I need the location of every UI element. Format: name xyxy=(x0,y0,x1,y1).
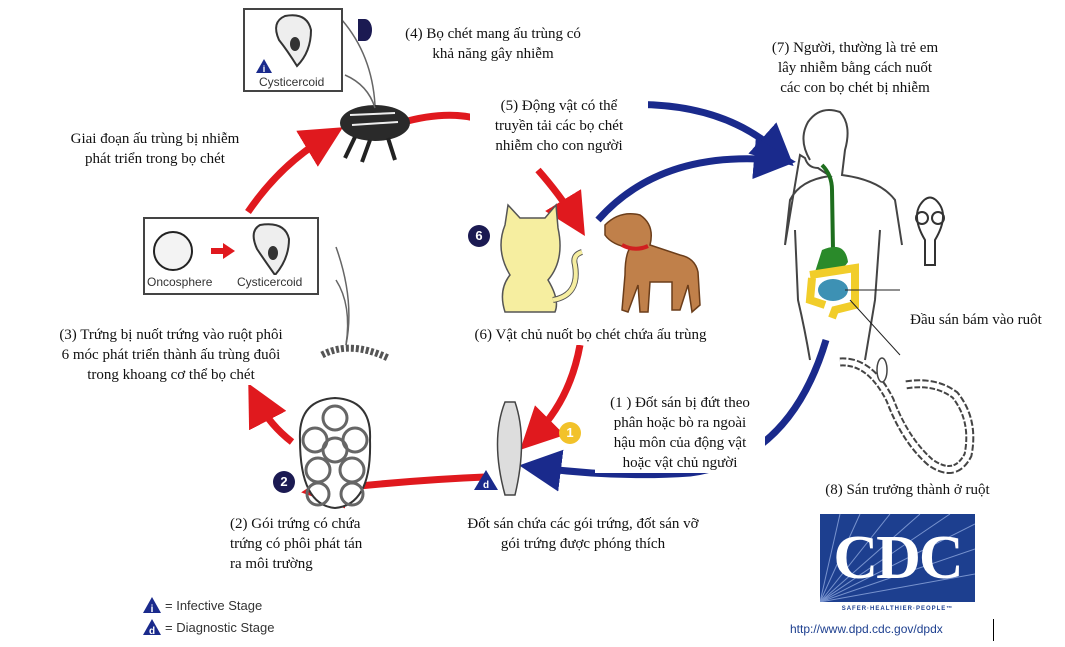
svg-text:d: d xyxy=(149,626,155,636)
arrow-to-animal-host xyxy=(535,167,585,236)
cat-illustration xyxy=(500,203,584,313)
cysticercoid-inset-top: i Cysticercoid xyxy=(243,8,343,92)
arrow-larva-to-flea xyxy=(245,127,344,214)
larval-stage-label: Giai đoạn ấu trùng bị nhiễm phát triển t… xyxy=(50,129,260,169)
arrow-egg-packet-to-larva xyxy=(248,383,295,445)
arrow-host-to-proglottid xyxy=(520,344,584,450)
stage-badge-2: 2 xyxy=(273,471,295,493)
stage-badge-1: 1 xyxy=(559,422,581,444)
cdc-tagline: SAFER·HEALTHIER·PEOPLE™ xyxy=(841,606,954,612)
diagnostic-stage-icon: d xyxy=(143,619,161,636)
cdc-logo-text: CDC xyxy=(833,524,963,592)
larva-illustration xyxy=(320,344,390,362)
svg-text:d: d xyxy=(483,480,489,491)
diagnostic-stage-marker: d xyxy=(474,470,498,491)
cysticercoid-label: Cysticercoid xyxy=(259,75,325,89)
cysticercoid-icon xyxy=(275,14,313,68)
legend-label-diagnostic: = Diagnostic Stage xyxy=(165,619,275,635)
oncosphere-to-cysticercoid-icon xyxy=(153,223,291,277)
svg-text:i: i xyxy=(151,604,154,614)
stage-4-label: (4) Bọ chét mang ấu trùng có khả năng gâ… xyxy=(385,24,601,64)
egg-packet-illustration xyxy=(298,396,372,510)
text-cursor xyxy=(993,619,994,641)
infective-stage-icon: i xyxy=(143,597,161,614)
stage-1-label: (1 ) Đốt sán bị đứt theo phân hoặc bò ra… xyxy=(595,393,765,473)
legend-item-infective: i = Infective Stage xyxy=(142,594,274,616)
cdc-logo: CDC xyxy=(820,514,975,602)
adult-tapeworm-illustration xyxy=(839,357,975,474)
legend-label-infective: = Infective Stage xyxy=(165,597,263,613)
dog-illustration xyxy=(604,213,701,314)
stage-2-label: (2) Gói trứng có chứa trứng có phôi phát… xyxy=(230,514,390,574)
infective-stage-icon: i xyxy=(256,59,272,74)
human-body-illustration xyxy=(784,109,903,361)
cdc-rays-icon xyxy=(820,514,975,602)
stage-8-label: (8) Sán trưởng thành ở ruột xyxy=(805,480,1010,500)
cdc-url-link[interactable]: http://www.dpd.cdc.gov/dpdx xyxy=(790,622,943,636)
oncosphere-label: Oncosphere xyxy=(147,275,213,289)
stage-7-label: (7) Người, thường là trẻ em lây nhiễm bằ… xyxy=(750,38,960,98)
scolex-label: Đầu sán bám vào ruôt xyxy=(896,310,1056,330)
stage-badge-6: 6 xyxy=(468,225,490,247)
stage-badge-4 xyxy=(358,19,372,41)
proglottid-illustration xyxy=(496,401,523,496)
oncosphere-cysticercoid-inset: Oncosphere Cysticercoid xyxy=(143,217,319,295)
arrow-dog-to-human xyxy=(595,137,796,223)
stage-5-label: (5) Động vật có thể truyền tải các bọ ch… xyxy=(470,96,648,156)
stage-3-label: (3) Trứng bị nuốt trứng vào ruột phôi 6 … xyxy=(28,325,314,385)
scolex-illustration xyxy=(915,196,945,266)
cysticercoid-label: Cysticercoid xyxy=(237,275,303,289)
stage-6-label: (6) Vật chủ nuốt bọ chét chứa ấu trùng xyxy=(448,325,733,345)
proglottid-egg-label: Đốt sán chứa các gói trứng, đốt sán vỡ g… xyxy=(438,514,728,554)
legend: i = Infective Stage d = Diagnostic Stage xyxy=(142,594,274,638)
flea-illustration xyxy=(340,105,410,163)
legend-item-diagnostic: d = Diagnostic Stage xyxy=(142,616,274,638)
svg-text:i: i xyxy=(263,64,266,74)
